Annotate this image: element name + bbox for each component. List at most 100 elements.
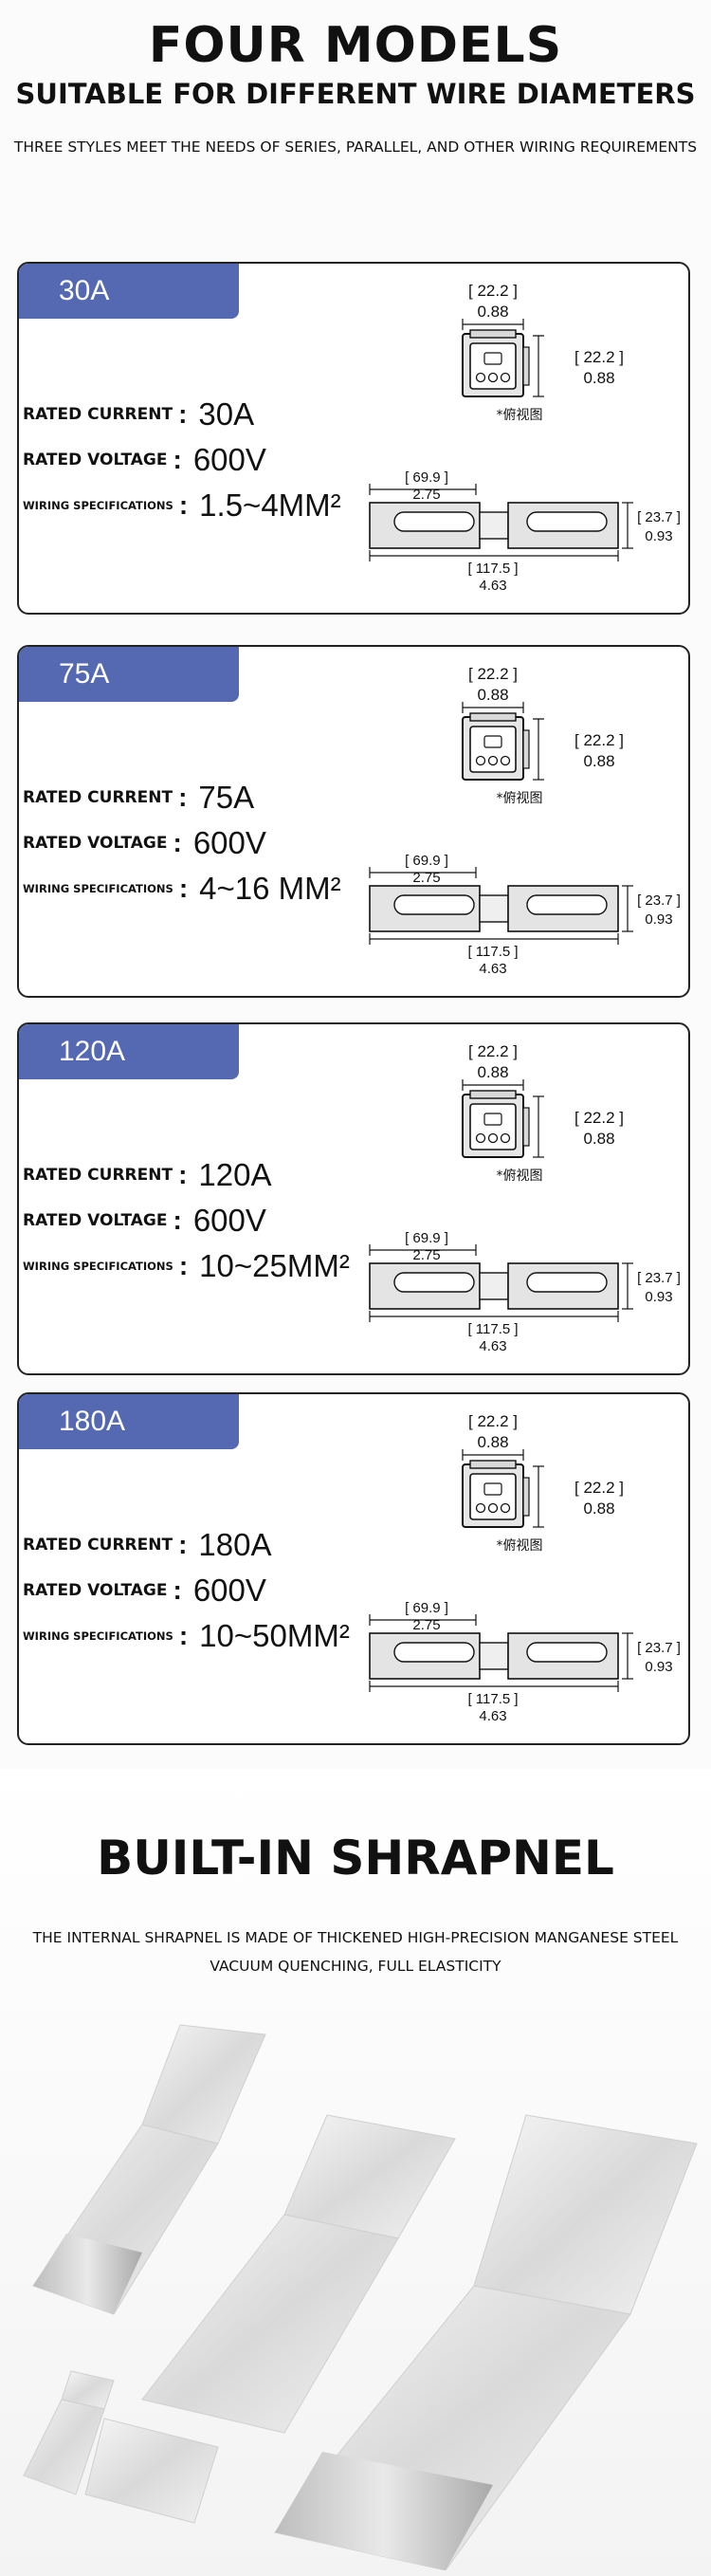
side-view-icon <box>369 885 619 932</box>
top-view-icon <box>462 329 530 397</box>
height-mm: [ 23.7 ] <box>637 1640 681 1656</box>
top-width-mm: [ 22.2 ] <box>468 1412 518 1430</box>
shrapnel-title: BUILT-IN SHRAPNEL <box>97 1831 614 1886</box>
spec-voltage-value: 600V <box>192 825 266 860</box>
side-height-in: 0.88 <box>583 1500 614 1518</box>
spec-wiring-row: WIRING SPECIFICATIONS:1.5~4MM² <box>23 488 341 524</box>
spec-wiring-row: WIRING SPECIFICATIONS:4~16 MM² <box>23 871 341 907</box>
height-in: 0.93 <box>645 1659 672 1675</box>
side-view-icon <box>369 1632 619 1680</box>
spec-colon: : <box>178 399 188 429</box>
shrapnel-piece-large <box>274 2114 698 2571</box>
total-length-in: 4.63 <box>479 1338 506 1354</box>
spec-voltage-label: RATED VOLTAGE <box>23 1211 168 1230</box>
view-note: *俯视图 <box>497 408 543 423</box>
height-in: 0.93 <box>645 911 672 928</box>
connector-drawing: [ 22.2 ] 0.88 <box>351 1394 688 1743</box>
top-width-in: 0.88 <box>477 303 508 321</box>
view-note: *俯视图 <box>497 1168 543 1184</box>
side-height-in: 0.88 <box>583 1130 614 1148</box>
spec-wiring-label: WIRING SPECIFICATIONS <box>23 1260 173 1273</box>
spec-voltage-value: 600V <box>192 1573 266 1608</box>
side-height-mm: [ 22.2 ] <box>574 731 624 749</box>
total-length-mm: [ 117.5 ] <box>467 944 518 960</box>
spec-current-row: RATED CURRENT:120A <box>23 1157 271 1193</box>
connector-drawing: [ 22.2 ] 0.88 <box>351 1024 688 1373</box>
model-tab: 30A <box>19 264 239 319</box>
contact-length-mm: [ 69.9 ] <box>405 1600 448 1616</box>
spec-colon: : <box>178 1530 188 1559</box>
contact-length-in: 2.75 <box>412 1247 440 1263</box>
height-mm: [ 23.7 ] <box>637 892 681 909</box>
dimension-diagram: [ 22.2 ] 0.88 <box>369 665 681 977</box>
top-width-mm: [ 22.2 ] <box>468 665 518 683</box>
spec-current-value: 180A <box>198 1527 272 1562</box>
contact-length-mm: [ 69.9 ] <box>405 469 448 486</box>
spec-wiring-row: WIRING SPECIFICATIONS:10~25MM² <box>23 1248 350 1284</box>
spec-voltage-label: RATED VOLTAGE <box>23 834 168 853</box>
page-description: THREE STYLES MEET THE NEEDS OF SERIES, P… <box>13 138 698 156</box>
spec-colon: : <box>178 1160 188 1189</box>
model-card-30a: 30A RATED CURRENT:30A RATED VOLTAGE:600V… <box>17 262 690 615</box>
height-mm: [ 23.7 ] <box>637 1270 681 1286</box>
spec-current-label: RATED CURRENT <box>23 1536 173 1555</box>
height-in: 0.93 <box>645 528 672 544</box>
spec-colon: : <box>178 874 189 903</box>
spec-colon: : <box>178 1251 189 1280</box>
spec-voltage-value: 600V <box>192 442 266 477</box>
spec-voltage-label: RATED VOLTAGE <box>23 1581 168 1600</box>
total-length-in: 4.63 <box>479 961 506 977</box>
spec-wiring-label: WIRING SPECIFICATIONS <box>23 882 173 895</box>
view-note: *俯视图 <box>497 1538 543 1554</box>
side-height-in: 0.88 <box>583 752 614 770</box>
spec-voltage-label: RATED VOLTAGE <box>23 451 168 469</box>
model-tab: 120A <box>19 1024 239 1079</box>
spec-wiring-value: 4~16 MM² <box>199 871 341 906</box>
spec-wiring-value: 1.5~4MM² <box>199 488 341 523</box>
height-in: 0.93 <box>645 1289 672 1305</box>
total-length-mm: [ 117.5 ] <box>467 1691 518 1707</box>
side-height-mm: [ 22.2 ] <box>574 1109 624 1127</box>
shrapnel-piece-tiny <box>23 2370 219 2524</box>
spec-voltage-row: RATED VOLTAGE:600V <box>23 1573 266 1609</box>
top-width-mm: [ 22.2 ] <box>468 282 518 300</box>
top-view-icon <box>462 1460 530 1528</box>
spec-colon: : <box>173 1205 182 1235</box>
top-width-in: 0.88 <box>477 1063 508 1081</box>
side-height-mm: [ 22.2 ] <box>574 348 624 366</box>
spec-colon: : <box>173 1575 182 1605</box>
spec-colon: : <box>178 490 189 520</box>
spec-current-value: 30A <box>198 396 255 432</box>
spec-current-value: 75A <box>198 780 255 815</box>
contact-length-in: 2.75 <box>412 1617 440 1633</box>
spec-current-row: RATED CURRENT:75A <box>23 780 254 816</box>
contact-length-in: 2.75 <box>412 487 440 503</box>
spec-wiring-label: WIRING SPECIFICATIONS <box>23 499 173 512</box>
spec-colon: : <box>178 1621 189 1650</box>
spec-wiring-value: 10~50MM² <box>199 1618 350 1653</box>
model-tab: 180A <box>19 1394 239 1449</box>
contact-length-in: 2.75 <box>412 870 440 886</box>
view-note: *俯视图 <box>497 791 543 806</box>
spec-current-label: RATED CURRENT <box>23 1166 173 1185</box>
shrapnel-illustration <box>0 2001 711 2571</box>
top-width-in: 0.88 <box>477 1433 508 1451</box>
spec-wiring-label: WIRING SPECIFICATIONS <box>23 1629 173 1643</box>
shrapnel-piece-medium <box>141 2114 456 2434</box>
connector-drawing: [ 22.2 ] 0.88 <box>351 264 688 613</box>
side-height-in: 0.88 <box>583 369 614 387</box>
spec-voltage-row: RATED VOLTAGE:600V <box>23 442 266 478</box>
shrapnel-parts-image <box>23 2024 698 2571</box>
spec-current-row: RATED CURRENT:30A <box>23 396 254 432</box>
dimension-diagram: [ 22.2 ] 0.88 <box>369 1042 681 1354</box>
model-card-120a: 120A RATED CURRENT:120A RATED VOLTAGE:60… <box>17 1022 690 1375</box>
spec-wiring-value: 10~25MM² <box>199 1248 350 1283</box>
total-length-in: 4.63 <box>479 1708 506 1724</box>
spec-current-row: RATED CURRENT:180A <box>23 1527 271 1563</box>
side-height-mm: [ 22.2 ] <box>574 1479 624 1497</box>
top-view-icon <box>462 1090 530 1158</box>
spec-voltage-row: RATED VOLTAGE:600V <box>23 825 266 861</box>
page-subtitle: SUITABLE FOR DIFFERENT WIRE DIAMETERS <box>15 78 696 110</box>
model-card-180a: 180A RATED CURRENT:180A RATED VOLTAGE:60… <box>17 1392 690 1745</box>
shrapnel-description-2: VACUUM QUENCHING, FULL ELASTICITY <box>210 1958 501 1975</box>
